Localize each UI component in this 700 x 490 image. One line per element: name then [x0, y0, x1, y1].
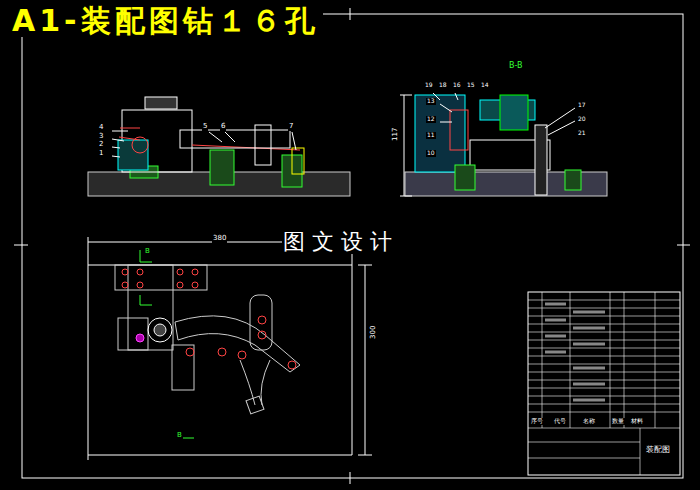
table-cell: 材料	[630, 418, 644, 425]
sheet-title: A1-装配图钻１６孔	[8, 4, 323, 37]
callout-number: 3	[98, 133, 104, 141]
table-cell: 序号	[530, 418, 544, 425]
section-mark: B	[144, 248, 151, 256]
section-label: B-B	[508, 62, 524, 71]
callout-number: 17	[577, 102, 587, 109]
callout-number: 7	[288, 123, 294, 131]
dimension: 380	[212, 235, 227, 243]
table-cell: 数量	[611, 418, 625, 425]
dimension: 300	[370, 325, 378, 340]
table-cell: 代号	[553, 418, 567, 425]
callout-number: 5	[202, 123, 208, 131]
callout-number: 11	[426, 132, 436, 139]
callout-number: 13	[426, 98, 436, 105]
table-cell: 名称	[582, 418, 596, 425]
callout-number: 21	[577, 130, 587, 137]
dimension: 117	[392, 127, 400, 142]
callout-number: 1	[98, 150, 104, 158]
callout-number: 6	[220, 123, 226, 131]
callout-number: 20	[577, 116, 587, 123]
callout-number: 2	[98, 141, 104, 149]
table-cell: 装配图	[645, 446, 671, 455]
callout-number: 14	[480, 82, 490, 89]
callout-number: 15	[466, 82, 476, 89]
watermark: 图 文 设 计	[282, 230, 393, 254]
callout-number: 16	[452, 82, 462, 89]
callout-number: 4	[98, 124, 104, 132]
section-mark: B	[176, 432, 183, 440]
callout-number: 10	[426, 150, 436, 157]
callout-number: 19	[424, 82, 434, 89]
callout-number: 12	[426, 116, 436, 123]
callout-number: 18	[438, 82, 448, 89]
